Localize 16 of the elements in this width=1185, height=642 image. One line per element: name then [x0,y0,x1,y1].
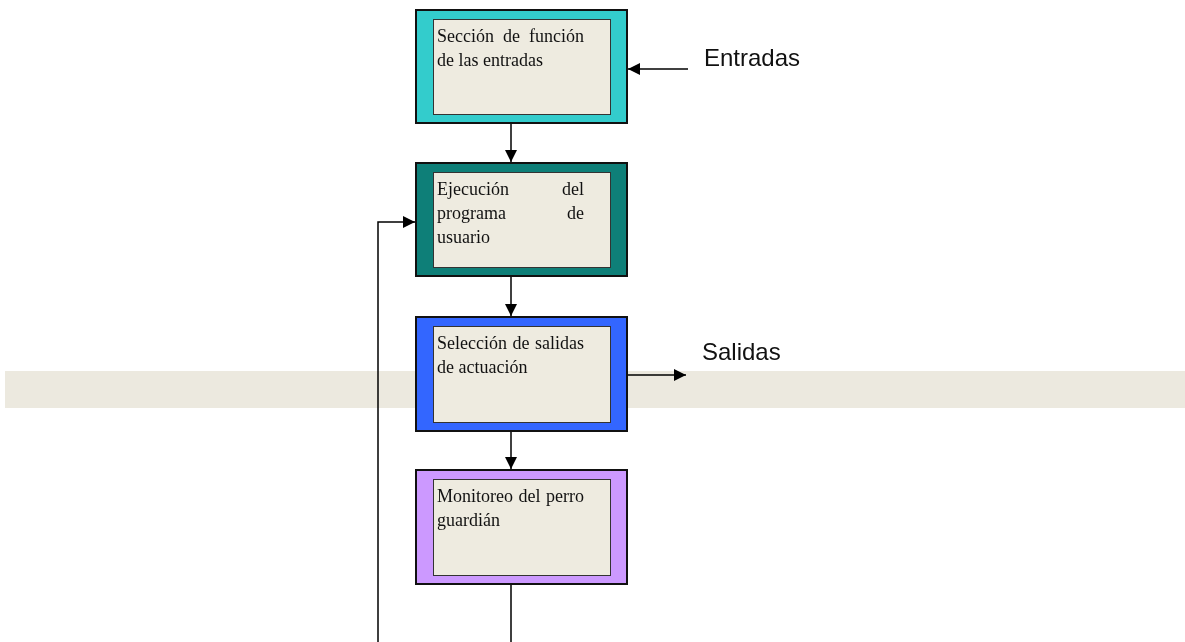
process-box [415,9,628,124]
box-label: Ejecución del programa de usuario [433,172,611,268]
box-label: Selección de salidas de actuación [433,326,611,423]
arrow [505,123,517,163]
box-label: Sección de función de las entradas [433,19,611,115]
arrow [627,369,687,381]
io-label: Salidas [702,338,781,365]
process-box [415,316,628,432]
arrow [505,431,517,470]
arrow [505,276,517,317]
box-label: Monitoreo del perro guardián [433,479,611,576]
arrow [627,63,689,75]
process-box [415,469,628,585]
io-label: Entradas [704,44,801,71]
process-box [415,162,628,277]
arrow [377,216,512,642]
